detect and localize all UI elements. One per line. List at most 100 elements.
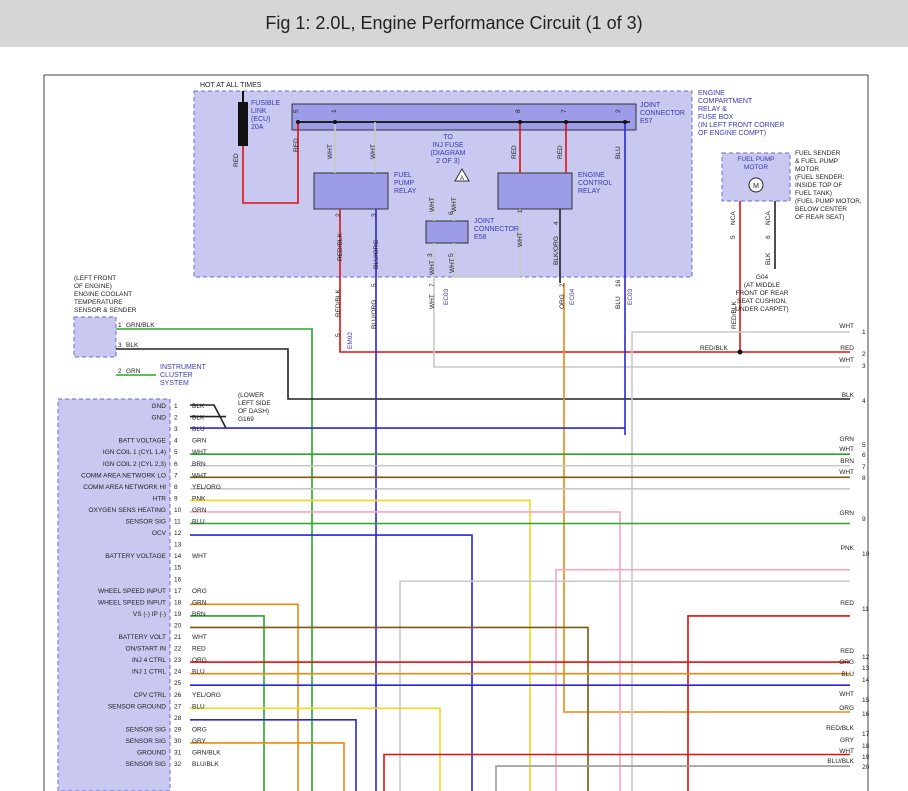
to-inj-fuse-label-line-2: (DIAGRAM: [431, 150, 466, 157]
right-ref-wire: WHT: [839, 446, 854, 453]
engine-comp-relay-label-line-2: RELAY &: [698, 106, 727, 113]
gnd-1: [190, 404, 227, 429]
wht-1-run: [631, 331, 850, 791]
engine-control-relay: [497, 172, 573, 210]
ecm-pin-label: BATT VOLTAGE: [118, 438, 166, 445]
ecm-pin-label: GROUND: [137, 750, 166, 757]
ecm-20-brn: [190, 626, 589, 791]
wire-tag-grnblk-1: GRN/BLK: [126, 322, 155, 329]
fuel-sender-desc-label-line-0: FUEL SENDER: [795, 150, 841, 157]
fusible-link: [238, 102, 248, 146]
ecm-pin-number: 30: [174, 738, 182, 745]
right-ref-wire: BRN: [840, 458, 854, 465]
ecm-pin-number: 27: [174, 703, 182, 710]
right-ref-number: 12: [862, 654, 870, 661]
g04-label-line-1: (AT MIDDLE: [744, 282, 781, 289]
right-ref-number: 19: [862, 754, 870, 761]
ecm-12-blu: [190, 534, 473, 791]
pin-tag-p2cs: 2: [118, 368, 122, 375]
joint-connector-e58: [425, 220, 469, 244]
ecm-pin-wire: BLU: [192, 703, 205, 710]
coolant-sensor-label-line-1: OF ENGINE): [74, 283, 112, 290]
engine-comp-relay-label-line-3: FUSE BOX: [698, 114, 734, 121]
wire-tag-nca_b: NCA: [765, 211, 772, 225]
fusible-link-wire: [242, 122, 299, 204]
engine-comp-relay-label-line-1: COMPARTMENT: [698, 98, 753, 105]
ecm-pin-number: 5: [174, 449, 178, 456]
coolant-sensor-label-line-0: (LEFT FRONT: [74, 275, 116, 282]
ecm-30-org: [190, 742, 345, 791]
gry-18-run: [495, 765, 850, 791]
ecm-pin-wire: RED: [192, 646, 206, 653]
g169-label-line-2: OF DASH): [238, 408, 269, 415]
ecm-16-wht: [399, 580, 850, 791]
coolant-sensor-label-line-3: TEMPERATURE: [74, 299, 123, 306]
right-ref-wire: ORG: [839, 705, 854, 712]
wire-tag-blu_16: BLU: [615, 296, 622, 309]
bus-splice-0: [296, 120, 300, 124]
ecm-pin-wire: ORG: [192, 588, 207, 595]
ecm-27-yel: [190, 707, 441, 791]
pin-tag-p7: 7: [561, 109, 568, 113]
ecm-pin-label: WHEEL SPEED INPUT: [98, 588, 166, 595]
wire-tag-wht_e58a: WHT: [429, 260, 436, 275]
pin-tag-p1ecr: 1: [517, 209, 524, 213]
ecm-pin-wire: GRN: [192, 599, 207, 606]
ecm-pin-label: SENSOR GROUND: [108, 703, 166, 710]
wire-tag-wht_fpr: WHT: [370, 144, 377, 159]
wire-tag-red8: RED: [511, 145, 518, 159]
ecm-pin-label: COMM AREA NETWORK LO: [81, 472, 166, 479]
page-title: Fig 1: 2.0L, Engine Performance Circuit …: [265, 13, 643, 33]
ecm-pin-wire: BRN: [192, 461, 206, 468]
ecm-pin-number: 24: [174, 669, 182, 676]
right-ref-wire: GRY: [840, 737, 855, 744]
wht-7-run: [433, 283, 850, 368]
right-ref-wire: RED: [840, 345, 854, 352]
ecm-box: [57, 398, 171, 791]
wire-tag-org_2: ORG: [559, 294, 566, 309]
ecm-pin-number: 19: [174, 611, 182, 618]
wire-tag-redblk-2: RED/BLK: [700, 345, 728, 352]
right-ref-number: 6: [862, 452, 866, 459]
pin-tag-p2b: 2: [559, 283, 566, 287]
ecm-pin-number: 14: [174, 553, 182, 560]
right-ref-number: 16: [862, 711, 870, 718]
ecm-pin-wire: WHT: [192, 449, 207, 456]
pin-tag-p3fpr: 3: [371, 213, 378, 217]
wire-tag-redblk_fpr: RED/BLK: [337, 233, 344, 261]
ecm-pin-label: GND: [152, 403, 167, 410]
wire-tag-wht_7: WHT: [429, 294, 436, 309]
fusible-link-label-line-3: 20A: [251, 124, 264, 131]
right-ref-number: 1: [862, 329, 866, 336]
bus-splice-1: [333, 120, 337, 124]
wire-tag-wht_ecr: WHT: [517, 232, 524, 247]
right-ref-wire: WHT: [839, 469, 854, 476]
ecm-pin-number: 4: [174, 438, 178, 445]
right-ref-wire: BLU: [841, 671, 854, 678]
right-ref-wire: PNK: [841, 545, 855, 552]
fuel-pump-relay: [313, 172, 389, 210]
ecm-19-grn: [190, 615, 265, 791]
wire-tag-grn-2: GRN: [126, 368, 141, 375]
wire-tag-red_fl: RED: [233, 153, 240, 167]
engine-control-relay-label-line-2: RELAY: [578, 188, 601, 195]
pin-tag-p5a: 5: [293, 109, 300, 113]
ecm-pin-number: 8: [174, 484, 178, 491]
right-ref-number: 3: [862, 363, 866, 370]
fusible-link-label-line-1: LINK: [251, 108, 267, 115]
right-ref-number: 10: [862, 551, 870, 558]
pin-tag-p8: 8: [515, 109, 522, 113]
wire-tag-red7: RED: [557, 145, 564, 159]
ecm-10-pnk: [190, 511, 621, 791]
connector-tag-ec03b: EC03: [627, 288, 634, 305]
ecm-9-yel: [190, 499, 531, 791]
to-inj-fuse-label-line-3: 2 OF 3): [436, 158, 460, 165]
ecm-18-org: [190, 603, 299, 791]
labels: HOT AT ALL TIMESFUSIBLELINK(ECU)20AJOINT…: [74, 82, 862, 423]
wire-tag-redblk_em02: RED/BLK: [335, 289, 342, 317]
pin-tag-p5fs: 5: [730, 235, 737, 239]
ecm-pin-wire: ORG: [192, 726, 207, 733]
right-ref-number: 11: [862, 606, 869, 613]
ecm-pin-number: 15: [174, 565, 182, 572]
